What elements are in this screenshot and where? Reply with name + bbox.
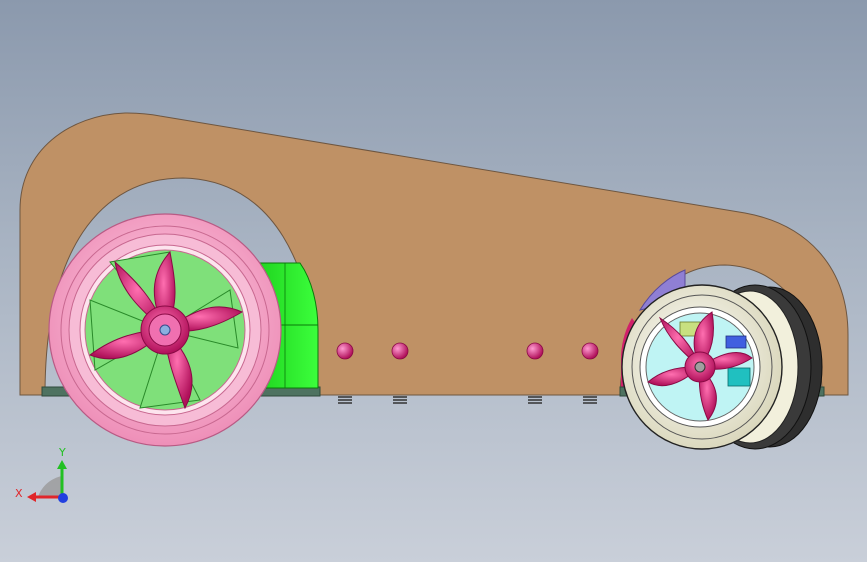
suspension-springs	[338, 396, 597, 404]
coordinate-triad-icon: Y X	[15, 446, 68, 503]
spring	[393, 396, 407, 404]
rivet	[391, 342, 409, 360]
rear-axle	[159, 324, 171, 336]
spring	[338, 396, 352, 404]
front-wheel-assembly[interactable]	[621, 284, 823, 450]
spring	[528, 396, 542, 404]
spring	[583, 396, 597, 404]
x-axis-label: X	[15, 487, 23, 500]
y-axis-label: Y	[58, 446, 66, 459]
front-axle	[694, 361, 706, 373]
rear-wheel[interactable]	[48, 213, 282, 447]
body-panel	[19, 112, 849, 396]
rivet	[336, 342, 354, 360]
rivet	[526, 342, 544, 360]
body-rivets	[336, 342, 599, 360]
rivet	[581, 342, 599, 360]
